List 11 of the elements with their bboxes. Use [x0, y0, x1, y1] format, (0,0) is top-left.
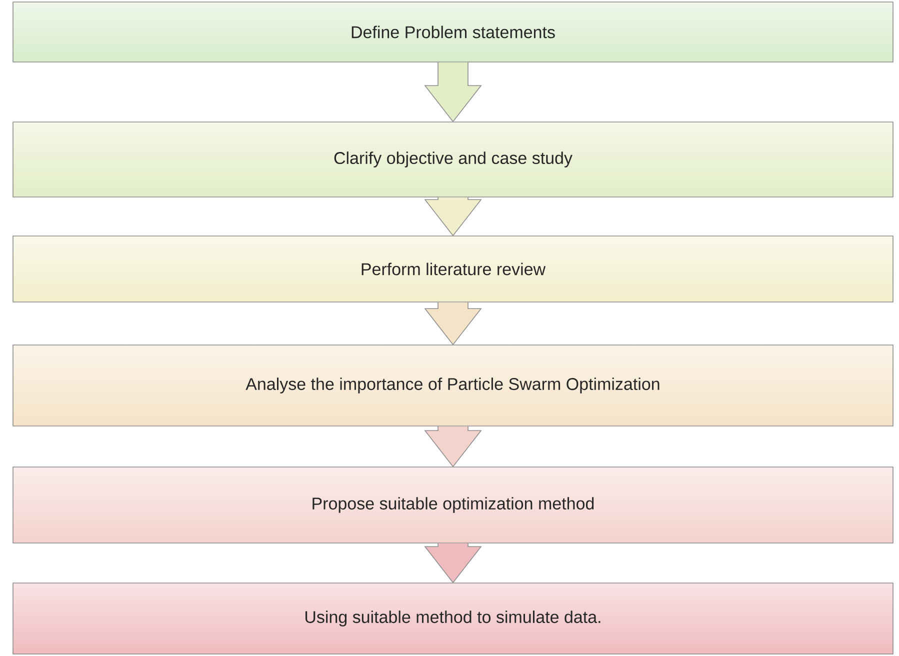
arrow: [424, 197, 482, 236]
arrow: [424, 543, 482, 584]
arrow: [424, 62, 482, 122]
process-box: Propose suitable optimization method: [12, 466, 894, 544]
arrow: [424, 302, 482, 346]
arrow: [424, 426, 482, 468]
process-box: Clarify objective and case study: [12, 122, 894, 198]
process-box: Analyse the importance of Particle Swarm Optimization: [12, 344, 894, 426]
process-box: Using suitable method to simulate data.: [12, 582, 894, 654]
process-box: Perform literature review: [12, 236, 894, 302]
process-box: Define Problem statements: [12, 2, 894, 62]
